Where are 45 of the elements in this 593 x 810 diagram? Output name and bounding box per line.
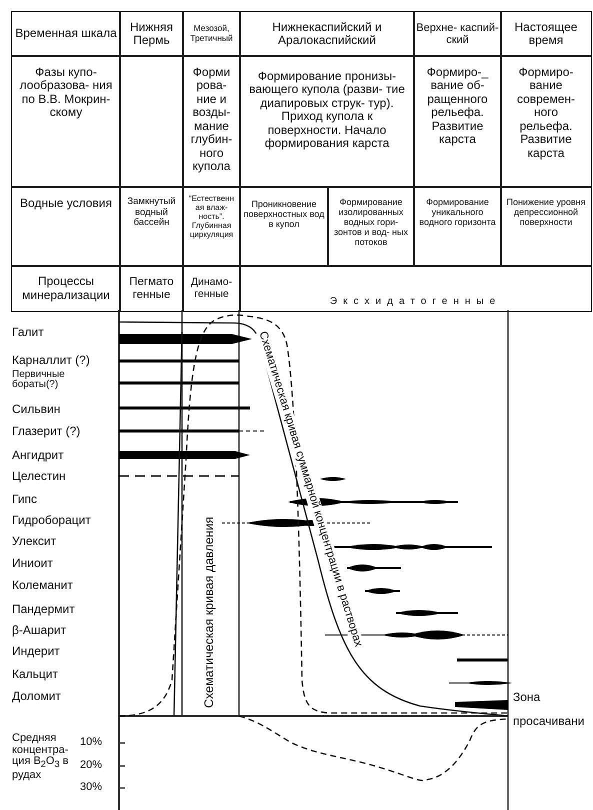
mineral-name: Кальцит <box>12 668 59 682</box>
table-cell: Настоящее время <box>500 11 592 57</box>
table-cell: Формирование пронизы- вающего купола (разви- тие диапировых струк- тур). Приход купола к поверхности. Начало формирования карста <box>239 55 415 188</box>
table-cell: Нижняя Пермь <box>119 11 184 57</box>
mineral-name: Гидроборацит <box>12 514 92 528</box>
tick-label: 20% <box>80 759 102 772</box>
mineral-name: Колеманит <box>12 579 74 593</box>
table-cell: Фазы купо- лообразова- ния по В.В. Мокрин- скому <box>11 55 121 188</box>
table-cell: Замкнутый водный бассейн <box>119 186 184 267</box>
tick-label: 10% <box>80 736 102 749</box>
mineral-name: Доломит <box>12 690 62 704</box>
table-cell: Пегмато генные <box>119 265 184 312</box>
table-cell: Мезозой, Третичный <box>182 11 241 57</box>
mineral-name: Индерит <box>12 645 61 659</box>
table-cell: Верхне- каспий- ский <box>413 11 502 57</box>
table-cell: Эксхидатогенные <box>239 265 592 312</box>
table-cell: “Естественн ая влаж- ность”. Глубинная циркуляция <box>182 186 241 267</box>
mineral-name: Иниоит <box>12 557 54 571</box>
mineral-name: Галит <box>12 326 45 340</box>
mineral-name: β-Ашарит <box>12 624 68 638</box>
mineral-name: Глазерит (?) <box>12 425 82 439</box>
mineral-name: Целестин <box>12 470 67 484</box>
tick-label: 30% <box>80 781 102 794</box>
table-cell: Формиро-_ вание об- ращенного рельефа. Развитие карста <box>413 55 502 188</box>
table-cell: Формирование изолированных водных гори- зонтов и вод- ных потоков <box>327 186 415 267</box>
table-cell: Водные условия <box>11 186 121 267</box>
table-cell: Временная шкала <box>11 11 121 57</box>
mineral-name: Первичные бораты(?) <box>12 370 66 390</box>
axis-title: Средняя концентра- ция B$_{2}$O$_{3}$ в рудах <box>12 733 70 782</box>
table-cell: Нижнекаспийский и Аралокаспийский <box>239 11 415 57</box>
mineral-name: Пандермит <box>12 603 76 617</box>
table-cell: Формиро- вание современ- ного рельефа. Развитие карста <box>500 55 592 188</box>
table-cell: Процессы минерализации <box>11 265 121 312</box>
table-cell: Форми рова- ние и возды- мание глубин- ного купола <box>182 55 241 188</box>
mineral-name: Гипс <box>12 493 38 507</box>
table-cell: Понижение уровня депрессионной поверхности <box>500 186 592 267</box>
mineral-name: Улексит <box>12 535 58 549</box>
curve-label: Схематическая кривая давления <box>203 516 217 708</box>
mineral-name: Карналлит (?) <box>12 354 91 368</box>
table-cell: Проникновение поверхностных вод в купол <box>239 186 329 267</box>
mineral-name: Сильвин <box>12 403 62 417</box>
table-cell: Динамо- генные <box>182 265 241 312</box>
zone-label: Зона просачивани <box>513 689 586 730</box>
mineral-name: Ангидрит <box>12 449 65 463</box>
table-cell: Формирование уникального водного горизонта <box>413 186 502 267</box>
